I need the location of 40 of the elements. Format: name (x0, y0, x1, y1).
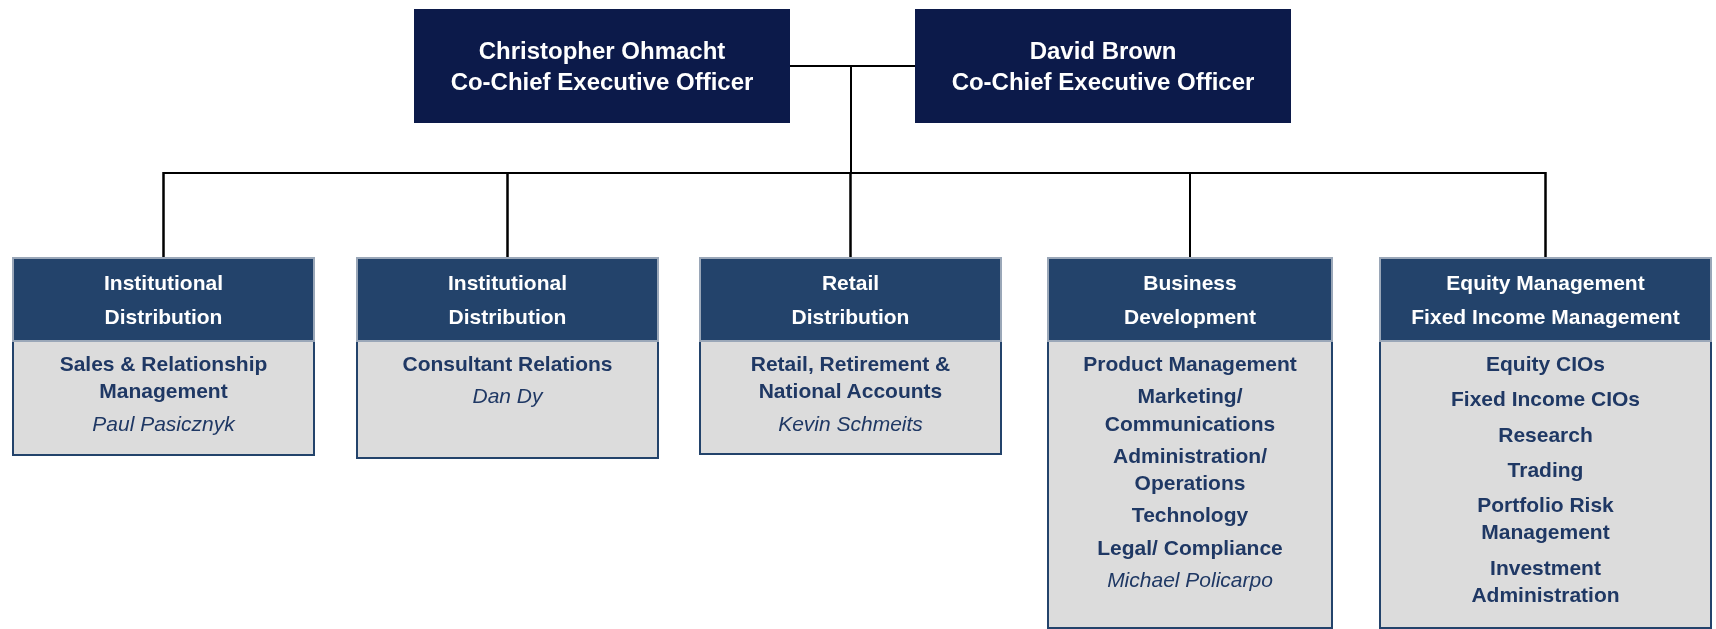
function-name: Sales & Relationship Management (58, 351, 269, 405)
function-name: Portfolio Risk Management (1476, 492, 1615, 546)
department-title: Institutional Distribution (103, 269, 224, 330)
person-name: Dan Dy (472, 383, 543, 410)
department-header (1379, 257, 1712, 342)
executive-box (915, 9, 1291, 123)
person-name: Paul Pasicznyk (92, 410, 235, 437)
person-name: Kevin Schmeits (778, 410, 923, 437)
function-name: Fixed Income CIOs (1450, 386, 1641, 413)
function-name: Equity CIOs (1486, 351, 1605, 377)
department-panel (1379, 342, 1712, 629)
department-panel (699, 342, 1002, 455)
executive-name: Christopher Ohmacht (478, 35, 726, 66)
function-name: Research (1498, 421, 1593, 448)
function-name: Investment Administration (1470, 554, 1621, 609)
executive-name: David Brown (1029, 35, 1177, 66)
department-panel (1047, 342, 1333, 629)
function-name: Legal/ Compliance (1097, 534, 1283, 561)
function-name: Retail, Retirement & National Accounts (749, 351, 952, 405)
function-name: Consultant Relations (402, 351, 613, 377)
department-title: Retail Distribution (790, 269, 911, 330)
executive-box (414, 9, 790, 123)
department-header (356, 257, 659, 342)
department-header (699, 257, 1002, 342)
function-name: Trading (1507, 456, 1584, 483)
executive-title: Co-Chief Executive Officer (951, 67, 1255, 97)
department-panel (356, 342, 659, 459)
department-header (12, 257, 315, 342)
department-panel (12, 342, 315, 456)
function-name: Technology (1131, 502, 1249, 529)
department-title: Business Development (1123, 269, 1257, 330)
department-title: Fixed Income Management (1411, 303, 1680, 330)
person-name: Michael Policarpo (1107, 567, 1273, 594)
executive-title: Co-Chief Executive Officer (450, 67, 754, 97)
function-name: Marketing/ Communications (1103, 383, 1277, 437)
function-name: Administration/ Operations (1112, 442, 1268, 497)
department-title: Equity Management (1446, 269, 1645, 296)
department-title: Institutional Distribution (447, 269, 568, 330)
function-name: Product Management (1083, 351, 1297, 377)
department-header (1047, 257, 1333, 342)
